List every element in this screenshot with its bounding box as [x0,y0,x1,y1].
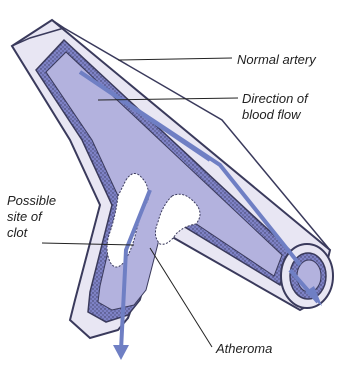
label-atheroma: Atheroma [216,341,272,357]
label-clot-line-1: Possible [7,193,56,209]
flow-arrowhead-down [113,345,129,360]
label-direction-line-2: blood flow [242,107,308,123]
leader-normal-artery [118,58,232,60]
label-possible-site-of-clot: Possible site of clot [7,193,56,241]
label-clot-line-3: clot [7,225,56,241]
label-direction-of-blood-flow: Direction of blood flow [242,91,308,123]
label-clot-line-2: site of [7,209,56,225]
label-direction-line-1: Direction of [242,91,308,107]
leader-atheroma [150,248,212,347]
label-normal-artery: Normal artery [237,52,316,68]
